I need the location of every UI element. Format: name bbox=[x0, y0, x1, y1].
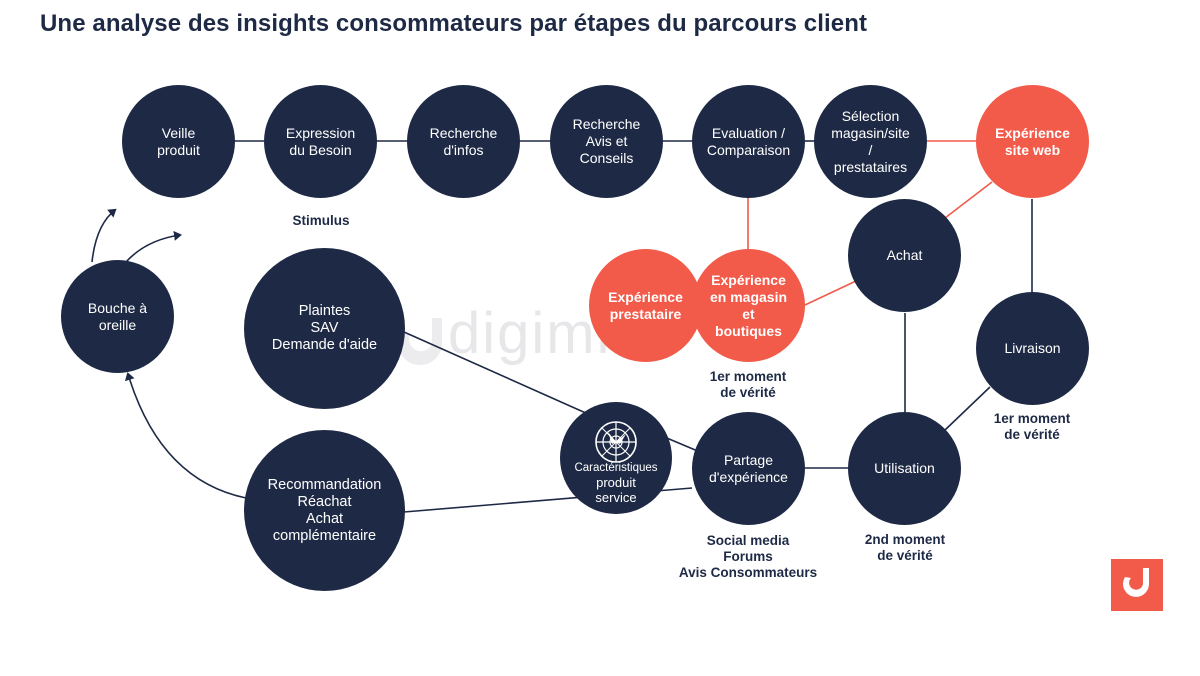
node-label: Recherche Avis et Conseils bbox=[572, 116, 641, 166]
node-label: Livraison bbox=[1004, 340, 1061, 356]
caption-social-media: Social media Forums Avis Consommateurs bbox=[678, 533, 818, 580]
node-label: Partage d'expérience bbox=[709, 451, 788, 485]
node-achat: Achat bbox=[848, 199, 961, 312]
node-sublabel: produit service bbox=[595, 474, 637, 505]
digimind-logo-icon bbox=[1111, 559, 1163, 611]
arrow-recommandation-bouche bbox=[124, 372, 247, 499]
node-selection: Sélection magasin/site / prestataires bbox=[814, 85, 927, 198]
node-plaintes: Plaintes SAV Demande d'aide bbox=[244, 248, 405, 409]
node-label: Utilisation bbox=[874, 460, 935, 476]
watermark-logo-icon bbox=[398, 318, 442, 366]
link-magasin-achat bbox=[804, 280, 857, 306]
node-recherche-infos: Recherche d'infos bbox=[407, 85, 520, 198]
node-evaluation: Evaluation / Comparaison bbox=[692, 85, 805, 198]
node-label: Expérience site web bbox=[995, 124, 1070, 158]
link-web-achat bbox=[944, 181, 993, 219]
node-label: Evaluation / Comparaison bbox=[706, 124, 791, 158]
arrow-bouche-up bbox=[91, 208, 117, 263]
caption-moment-livraison: 1er moment de vérité bbox=[993, 411, 1071, 442]
arrow-bouche-right bbox=[125, 230, 182, 263]
node-recommandation: Recommandation Réachat Achat complémenta… bbox=[244, 430, 405, 591]
node-utilisation: Utilisation bbox=[848, 412, 961, 525]
node-label: Recommandation Réachat Achat complémenta… bbox=[267, 476, 382, 544]
node-partage-experience: Partage d'expérience bbox=[692, 412, 805, 525]
node-bouche-oreille: Bouche à oreille bbox=[61, 260, 174, 373]
node-caracteristiques: Caractéristiques produit service bbox=[560, 402, 672, 514]
node-veille-produit: Veille produit bbox=[122, 85, 235, 198]
page-title: Une analyse des insights consommateurs p… bbox=[40, 10, 868, 37]
node-label: Veille produit bbox=[157, 124, 200, 158]
node-experience-magasin: Expérience en magasin et boutiques bbox=[692, 249, 805, 362]
link-plaintes-caracteristiques bbox=[403, 331, 589, 415]
node-label: Achat bbox=[886, 247, 923, 263]
node-label: Bouche à oreille bbox=[87, 299, 148, 333]
node-recherche-avis: Recherche Avis et Conseils bbox=[550, 85, 663, 198]
node-label: Sélection magasin/site / prestataires bbox=[831, 107, 910, 175]
node-expression-besoin: Expression du Besoin bbox=[264, 85, 377, 198]
link-livraison-utilisation bbox=[944, 386, 991, 431]
node-label: Expérience prestataire bbox=[608, 288, 683, 322]
compass-target-icon bbox=[595, 420, 637, 463]
caption-stimulus: Stimulus bbox=[292, 213, 350, 228]
caption-moment-utilisation: 2nd moment de vérité bbox=[864, 532, 946, 563]
caption-moment-magasin: 1er moment de vérité bbox=[709, 369, 787, 400]
node-label: Expression du Besoin bbox=[285, 124, 356, 158]
node-experience-prestataire: Expérience prestataire bbox=[589, 249, 702, 362]
node-label: Recherche d'infos bbox=[429, 124, 498, 158]
node-livraison: Livraison bbox=[976, 292, 1089, 405]
node-label: Expérience en magasin et boutiques bbox=[709, 271, 788, 339]
node-label: Caractéristiques bbox=[574, 461, 658, 474]
node-label: Plaintes SAV Demande d'aide bbox=[271, 303, 378, 353]
node-experience-site-web: Expérience site web bbox=[976, 85, 1089, 198]
